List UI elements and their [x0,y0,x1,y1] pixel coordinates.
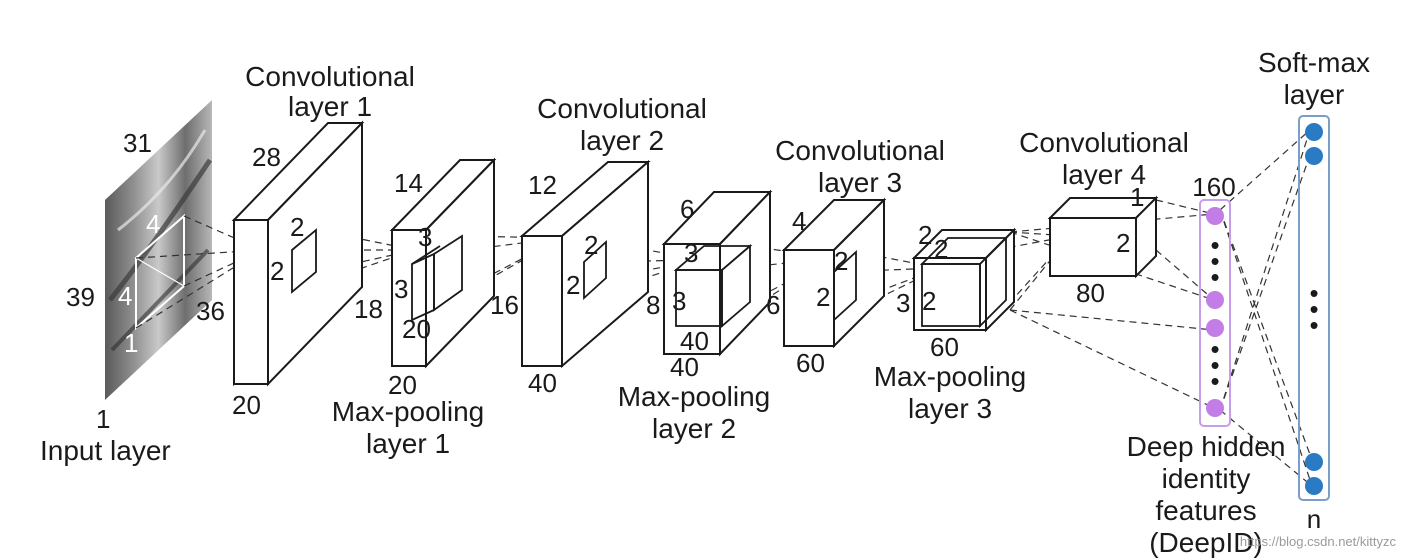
conv4-height-label: 2 [1116,228,1130,258]
deepid-node [1206,319,1224,337]
pool1-kernel-label-c: 20 [402,314,431,344]
softmax-node [1305,147,1323,165]
conv1-volume [231,120,365,387]
input-kernel-label-b: 4 [118,281,132,311]
softmax-ellipsis-dot: • [1309,310,1318,340]
conv2-height-label: 16 [490,290,519,320]
pool3-title-line1: Max-pooling [874,361,1027,392]
conv2-kernel-label-a: 2 [584,230,598,260]
deepid-title-line1: Deep hidden [1127,431,1286,462]
pool1-width-label: 14 [394,168,423,198]
pool2-width-label: 6 [680,194,694,224]
pool1-title-line1: Max-pooling [332,396,485,427]
watermark-text: https://blog.csdn.net/kittyzc [1240,534,1397,549]
pool3-width-label: 2 [918,220,932,250]
softmax-title-line2: layer [1284,79,1345,110]
input-height-label: 39 [66,282,95,312]
pool2-kernel-label-a: 3 [684,238,698,268]
conv1-title-line2: layer 1 [288,91,372,122]
conv3-kernel-label-a: 2 [834,246,848,276]
deepid-title-line2: identity [1162,463,1251,494]
conv3-kernel-label-b: 2 [816,282,830,312]
deepid-ellipsis-dot: • [1210,366,1219,396]
pool3-kernel-label-a: 2 [934,234,948,264]
deepid-node [1206,291,1224,309]
input-kernel-label-c: 1 [124,328,138,358]
conv1-title-line1: Convolutional [245,61,415,92]
deepid-ellipsis-dot: • [1210,230,1219,260]
conv2-depth-label: 40 [528,368,557,398]
conv2-volume [519,159,651,369]
conv4-volume [1047,195,1159,279]
conv1-kernel-label-a: 2 [290,212,304,242]
conv2-title-line2: layer 2 [580,125,664,156]
conv3-width-label: 4 [792,206,806,236]
softmax-n-label: n [1307,504,1321,534]
conv1-width-label: 28 [252,142,281,172]
conv3-height-label: 6 [766,290,780,320]
pool1-kernel-label-b: 3 [394,274,408,304]
conv2-kernel-label-b: 2 [566,270,580,300]
deepid-layer: • • • • • • [1199,199,1231,427]
deepid-ellipsis-dot: • [1210,262,1219,292]
pool2-volume [661,189,773,357]
pool2-height-label: 8 [646,290,660,320]
conv1-depth-label: 20 [232,390,261,420]
deepid-ellipsis-dot: • [1210,334,1219,364]
input-kernel-label-a: 4 [146,209,160,239]
pool1-kernel-label-a: 3 [418,222,432,252]
pool2-depth-label: 40 [670,352,699,382]
softmax-node [1305,453,1323,471]
pool3-depth-label: 60 [930,332,959,362]
softmax-ellipsis-dot: • [1309,294,1318,324]
pool3-title-line2: layer 3 [908,393,992,424]
conv1-height-label: 36 [196,296,225,326]
deepid-size-label: 160 [1192,172,1235,202]
input-depth-label: 1 [96,404,110,434]
conv4-title-line1: Convolutional [1019,127,1189,158]
pool1-volume [389,157,497,369]
pool2-kernel-label-b: 3 [672,286,686,316]
softmax-ellipsis-dot: • [1309,278,1318,308]
softmax-node [1305,123,1323,141]
deepid-node [1206,399,1224,417]
conv4-width-label: 1 [1130,182,1144,212]
conv4-title-line2: layer 4 [1062,159,1146,190]
conv3-title-line2: layer 3 [818,167,902,198]
softmax-title-line1: Soft-max [1258,47,1370,78]
conv2-width-label: 12 [528,170,557,200]
deepid-node [1206,207,1224,225]
pool2-kernel-label-c: 40 [680,326,709,356]
deepid-title-line3: features [1155,495,1256,526]
pool2-title-line1: Max-pooling [618,381,771,412]
input-face-image [105,100,213,400]
pool3-volume [911,227,1017,333]
conv4-depth-label: 80 [1076,278,1105,308]
pool1-depth-label: 20 [388,370,417,400]
softmax-node [1305,477,1323,495]
pool3-kernel-label-b: 2 [922,286,936,316]
pool2-title-line2: layer 2 [652,413,736,444]
conv1-kernel-label-b: 2 [270,256,284,286]
softmax-layer: • • • [1298,115,1330,501]
conv2-title-line1: Convolutional [537,93,707,124]
pool3-height-label: 3 [896,288,910,318]
input-layer-label: Input layer [40,435,171,466]
deepid-ellipsis-dot: • [1210,350,1219,380]
input-width-label: 31 [123,128,152,158]
conv3-title-line1: Convolutional [775,135,945,166]
pool1-height-label: 18 [354,294,383,324]
conv3-depth-label: 60 [796,348,825,378]
deepid-ellipsis-dot: • [1210,246,1219,276]
deepid-title-line4: (DeepID) [1149,527,1263,558]
conv3-volume [781,197,887,349]
pool1-title-line2: layer 1 [366,428,450,459]
